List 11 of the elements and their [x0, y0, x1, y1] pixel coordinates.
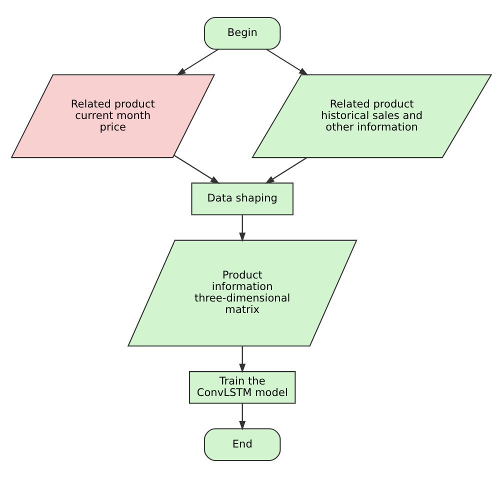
arrow — [239, 214, 246, 242]
node-box: Train the ConvLSTM model — [189, 370, 296, 404]
arrow — [239, 346, 246, 373]
arrow — [264, 156, 308, 184]
node-box: Begin — [204, 16, 281, 50]
arrow — [174, 154, 220, 184]
node-box: Data shaping — [191, 182, 294, 215]
arrow — [176, 48, 219, 76]
arrow — [239, 402, 246, 430]
arrow — [266, 48, 308, 76]
node-box: End — [204, 428, 281, 460]
